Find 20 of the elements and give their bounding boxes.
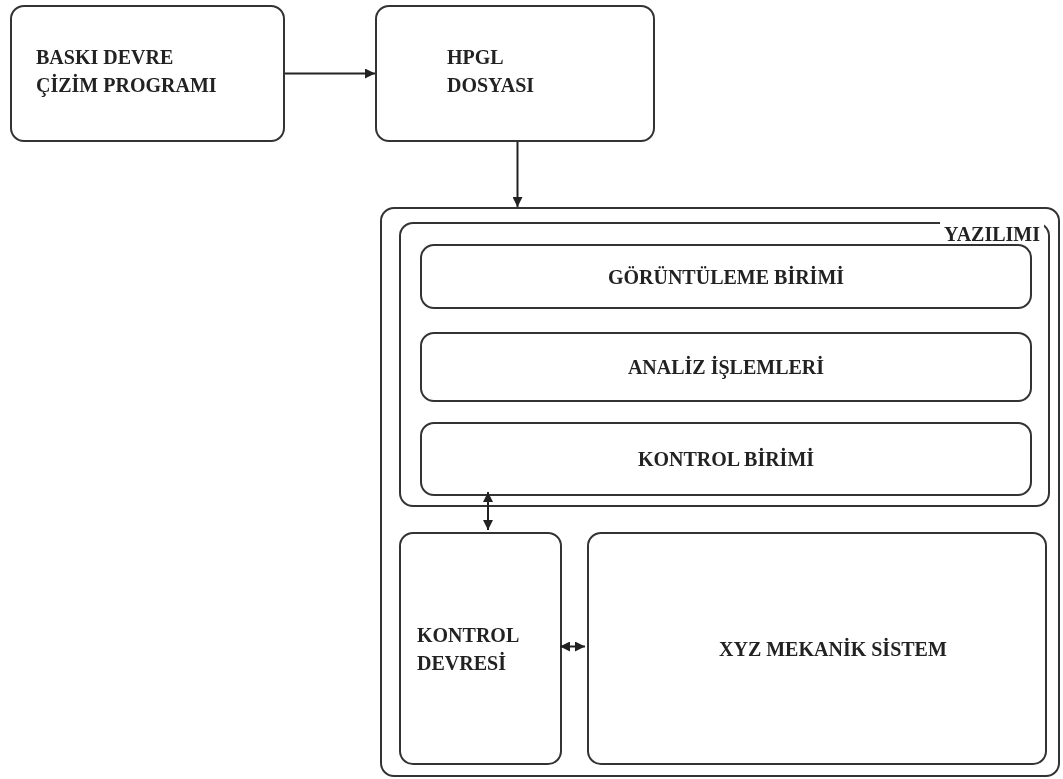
node-label: KONTROL BİRİMİ <box>637 447 815 472</box>
node-label: HPGL DOSYASI <box>446 45 536 98</box>
process-box <box>420 422 1032 496</box>
node-label: XYZ MEKANİK SİSTEM <box>718 636 948 662</box>
process-box <box>399 222 1050 507</box>
process-box <box>587 532 1047 765</box>
node-label: KONTROL DEVRESİ <box>416 622 520 676</box>
process-box <box>10 5 285 142</box>
arrow <box>284 68 376 79</box>
arrow <box>512 141 523 208</box>
process-box <box>420 332 1032 402</box>
process-box <box>375 5 655 142</box>
container-box <box>380 207 1060 777</box>
arrow <box>483 491 493 531</box>
arrow <box>559 641 586 652</box>
process-box <box>420 244 1032 309</box>
node-label: BASKI DEVRE ÇİZİM PROGRAMI <box>35 45 218 99</box>
node-label: GÖRÜNTÜLEME BİRİMİ <box>607 264 845 290</box>
process-box <box>399 532 562 765</box>
node-label: ANALİZ İŞLEMLERİ <box>627 355 825 381</box>
